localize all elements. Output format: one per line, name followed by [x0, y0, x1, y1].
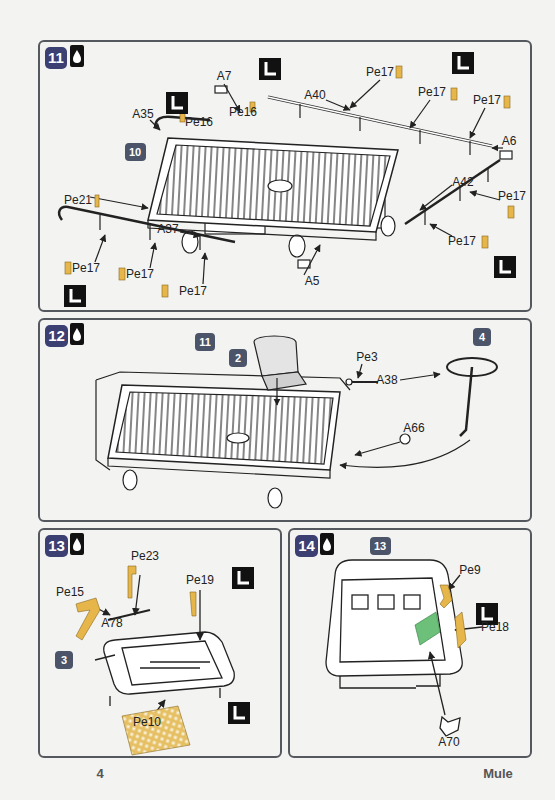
part-label: Pe9 [459, 563, 480, 577]
part-label: A40 [304, 88, 325, 102]
callout-text: 10 [129, 146, 141, 158]
part-label: Pe10 [133, 715, 161, 729]
part-label: A42 [452, 175, 473, 189]
part-label: Pe17 [72, 261, 100, 275]
part-label: Pe17 [473, 93, 501, 107]
page-footer: 4 [96, 767, 103, 781]
part-label: Pe17 [366, 65, 394, 79]
callout-number: 3 [55, 651, 73, 669]
part-label: Pe21 [64, 193, 92, 207]
part-label: Pe19 [186, 573, 214, 587]
part-label: Pe17 [498, 189, 526, 203]
callout-number: 11 [195, 333, 215, 351]
part-label: Pe17 [126, 267, 154, 281]
part-label: Pe17 [179, 284, 207, 298]
part-label: Pe17 [418, 85, 446, 99]
page-footer: Mule [483, 767, 513, 781]
part-label: A66 [403, 421, 424, 435]
step-panel: 14 13 [288, 528, 532, 758]
callout-text: 13 [374, 540, 386, 552]
callout-number: 13 [370, 537, 391, 555]
part-label: Pe18 [481, 620, 509, 634]
callout-number: 10 [125, 143, 146, 161]
part-label: Pe15 [56, 585, 84, 599]
callout-number: 4 [473, 328, 491, 346]
part-label: A70 [438, 735, 459, 749]
part-label: A78 [101, 616, 122, 630]
step-number: 14 [295, 535, 318, 557]
part-label: Pe16 [229, 105, 257, 119]
part-label: Pe3 [356, 350, 377, 364]
step-panel: 12 2 11 4 [38, 318, 532, 522]
callout-text: 3 [61, 654, 67, 666]
step-number: 11 [45, 47, 67, 69]
part-label: A6 [502, 134, 517, 148]
part-label: A35 [132, 107, 153, 121]
part-label: A5 [305, 274, 320, 288]
callout-number: 2 [229, 349, 247, 367]
part-label: Pe16 [185, 115, 213, 129]
part-label: A7 [217, 69, 232, 83]
callout-text: 4 [479, 331, 485, 343]
callout-text: 11 [199, 336, 211, 348]
part-label: A37 [157, 222, 178, 236]
step-number: 12 [45, 325, 68, 347]
part-label: Pe23 [131, 549, 159, 563]
part-label: Pe17 [448, 234, 476, 248]
part-label: A38 [376, 373, 397, 387]
step-number: 13 [45, 535, 68, 557]
callout-text: 2 [235, 352, 241, 364]
